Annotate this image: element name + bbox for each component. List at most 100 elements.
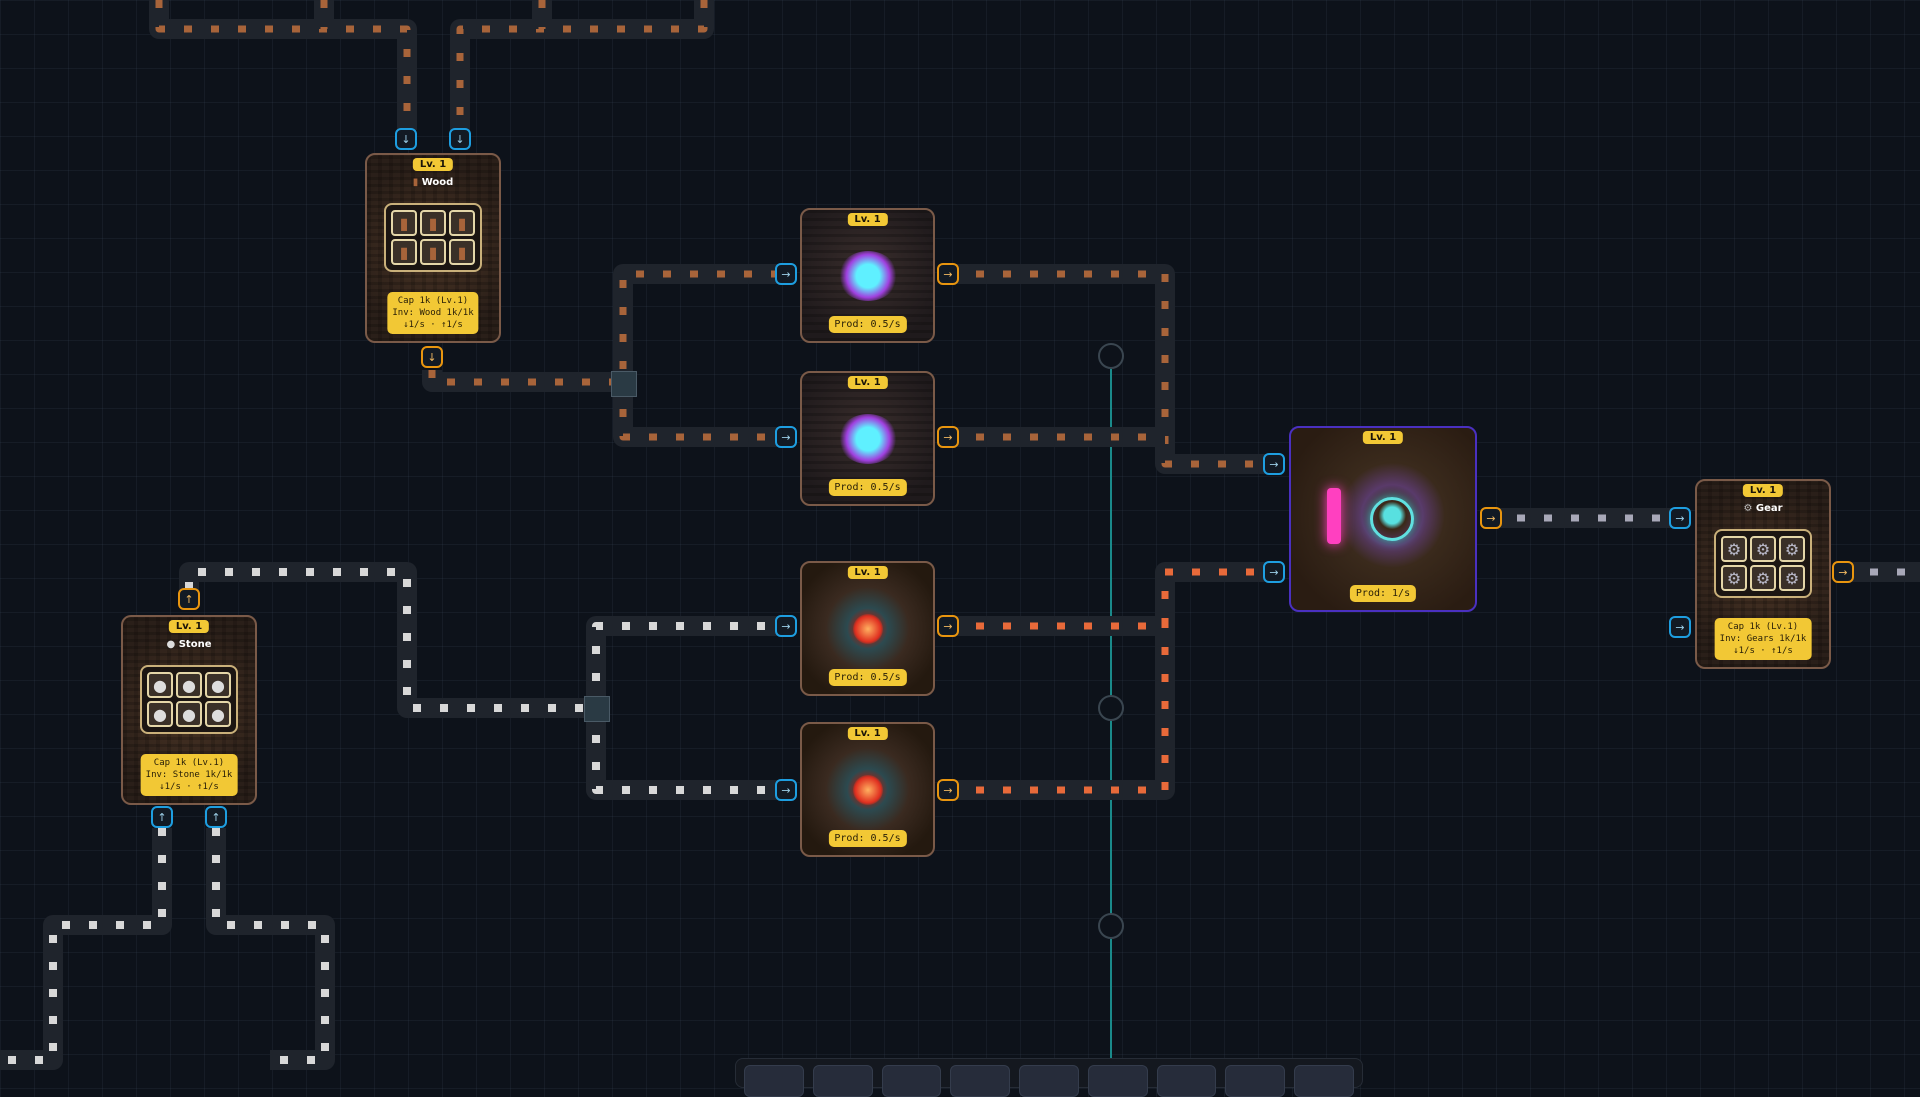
stone-item xyxy=(185,568,596,712)
input-port[interactable]: ↑ xyxy=(205,806,227,828)
brick-item xyxy=(949,626,1169,794)
toolbar-button[interactable] xyxy=(744,1065,804,1097)
belt-arrow xyxy=(594,624,786,708)
machine-sawmill[interactable]: Lv. 1 Prod: 0.5/s xyxy=(800,371,935,506)
belt-arrow xyxy=(594,708,786,792)
level-badge: Lv. 1 xyxy=(847,727,888,740)
gear-icon: ⚙ xyxy=(1750,565,1776,591)
input-port[interactable]: → xyxy=(775,263,797,285)
toolbar-button[interactable] xyxy=(1225,1065,1286,1097)
production-rate: Prod: 0.5/s xyxy=(828,479,907,496)
machine-gear-assembler[interactable]: Lv. 1 Prod: 1/s xyxy=(1289,426,1477,612)
fire-icon xyxy=(852,613,883,644)
conveyor-belt[interactable] xyxy=(206,828,335,1070)
output-port[interactable]: → xyxy=(937,426,959,448)
toolbar-button[interactable] xyxy=(1156,1065,1217,1097)
output-port[interactable]: → xyxy=(937,615,959,637)
gear-icon: ⚙ xyxy=(1750,536,1776,562)
machine-furnace[interactable]: Lv. 1 Prod: 0.5/s xyxy=(800,561,935,696)
fire-icon xyxy=(852,774,883,805)
output-port[interactable]: → xyxy=(937,263,959,285)
pole-node[interactable] xyxy=(1098,343,1124,369)
storage-wood[interactable]: Lv. 1 ▮ Wood ▮▮▮ ▮▮▮ Cap 1k (Lv.1)Inv: W… xyxy=(365,153,501,343)
stone-icon: ● xyxy=(166,639,176,650)
toolbar-button[interactable] xyxy=(881,1065,942,1097)
machine-furnace[interactable]: Lv. 1 Prod: 0.5/s xyxy=(800,722,935,857)
inventory-grid: ▮▮▮ ▮▮▮ xyxy=(384,203,482,272)
toolbar-button[interactable] xyxy=(1087,1065,1148,1097)
stone-icon: ● xyxy=(176,701,202,727)
output-port[interactable]: ↓ xyxy=(421,346,443,368)
output-port[interactable]: → xyxy=(1832,561,1854,583)
production-rate: Prod: 1/s xyxy=(1349,585,1417,602)
storage-stone[interactable]: Lv. 1 ● Stone ●●● ●●● Cap 1k (Lv.1)Inv: … xyxy=(121,615,257,805)
toolbar-button[interactable] xyxy=(812,1065,873,1097)
stone-icon: ● xyxy=(176,672,202,698)
level-badge: Lv. 1 xyxy=(168,620,210,633)
wood-icon: ▮ xyxy=(420,239,446,265)
wood-icon: ▮ xyxy=(391,210,417,236)
stone-item xyxy=(592,708,786,794)
brick-item xyxy=(949,568,1274,630)
output-port[interactable]: → xyxy=(1480,507,1502,529)
input-port[interactable]: → xyxy=(1669,507,1691,529)
gear-icon: ⚙ xyxy=(1743,503,1753,514)
wood-item xyxy=(949,270,1274,468)
pole-node[interactable] xyxy=(1098,695,1124,721)
level-badge: Lv. 1 xyxy=(412,158,454,171)
stone-icon: ● xyxy=(205,672,231,698)
production-rate: Prod: 0.5/s xyxy=(828,669,907,686)
conveyor-belt[interactable] xyxy=(613,382,786,447)
stone-icon: ● xyxy=(205,701,231,727)
input-port[interactable]: → xyxy=(1669,616,1691,638)
stone-item xyxy=(592,622,786,708)
machine-sawmill[interactable]: Lv. 1 Prod: 0.5/s xyxy=(800,208,935,343)
toolbar-button[interactable] xyxy=(1294,1065,1355,1097)
storage-item-name: ⚙ Gear xyxy=(1743,503,1783,514)
storage-info: Cap 1k (Lv.1)Inv: Gears 1k/1k↓1/s · ↑1/s xyxy=(1714,618,1812,660)
input-port[interactable]: ↓ xyxy=(449,128,471,150)
conveyor-belt[interactable] xyxy=(0,828,172,1070)
wood-icon: ▮ xyxy=(449,210,475,236)
conveyor-belt[interactable] xyxy=(586,708,786,800)
toolbar-button[interactable] xyxy=(950,1065,1011,1097)
energy-coil-icon xyxy=(1327,488,1341,544)
input-port[interactable]: → xyxy=(775,779,797,801)
stone-icon: ● xyxy=(147,701,173,727)
storage-item-name: ● Stone xyxy=(166,639,212,650)
belt-splitter[interactable] xyxy=(611,371,637,397)
belt-splitter[interactable] xyxy=(584,696,610,722)
pole-node[interactable] xyxy=(1098,913,1124,939)
input-port[interactable]: → xyxy=(1263,561,1285,583)
wood-icon: ▮ xyxy=(449,239,475,265)
level-badge: Lv. 1 xyxy=(1362,431,1404,444)
wood-item xyxy=(428,270,786,386)
storage-item-name: ▮ Wood xyxy=(412,177,454,188)
toolbar-button[interactable] xyxy=(1019,1065,1079,1097)
conveyor-belt[interactable] xyxy=(949,626,1175,800)
conveyor-belt[interactable] xyxy=(450,0,714,130)
production-rate: Prod: 0.5/s xyxy=(828,830,907,847)
conveyor-belt[interactable] xyxy=(149,0,417,130)
wood-icon: ▮ xyxy=(420,210,446,236)
gear-icon: ⚙ xyxy=(1779,565,1805,591)
storage-info: Cap 1k (Lv.1)Inv: Wood 1k/1k↓1/s · ↑1/s xyxy=(387,292,479,334)
gear-icon: ⚙ xyxy=(1721,536,1747,562)
output-port[interactable]: ↑ xyxy=(178,588,200,610)
stone-icon: ● xyxy=(147,672,173,698)
stone-item xyxy=(0,828,166,1064)
input-port[interactable]: → xyxy=(1263,453,1285,475)
output-port[interactable]: → xyxy=(937,779,959,801)
storage-gear[interactable]: Lv. 1 ⚙ Gear ⚙⚙⚙ ⚙⚙⚙ Cap 1k (Lv.1)Inv: G… xyxy=(1695,479,1831,669)
input-port[interactable]: ↓ xyxy=(395,128,417,150)
production-rate: Prod: 0.5/s xyxy=(828,316,907,333)
conveyor-belt[interactable] xyxy=(586,616,786,708)
level-badge: Lv. 1 xyxy=(847,213,888,226)
input-port[interactable]: → xyxy=(775,615,797,637)
gear-icon: ⚙ xyxy=(1721,565,1747,591)
belt-arrow xyxy=(214,828,327,1062)
gear-icon: ⚙ xyxy=(1779,536,1805,562)
input-port[interactable]: ↑ xyxy=(151,806,173,828)
input-port[interactable]: → xyxy=(775,426,797,448)
